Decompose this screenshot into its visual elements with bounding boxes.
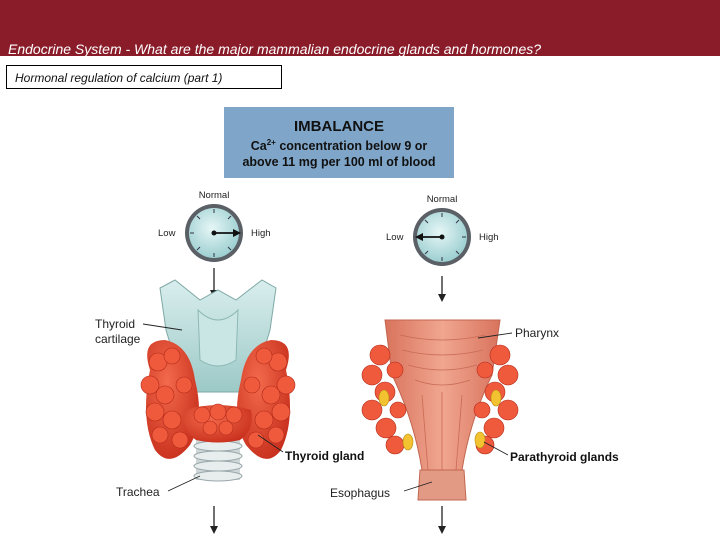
gauge-left: Normal Low High: [158, 190, 271, 298]
label-trachea: Trachea: [116, 485, 160, 499]
gauge-right-high-label: High: [479, 232, 499, 243]
imbalance-title: IMBALANCE: [294, 118, 384, 135]
thyroid-posterior-illustration: [361, 319, 519, 534]
label-thyroid-cartilage-2: cartilage: [95, 332, 141, 346]
thyroid-gland-shape: [140, 340, 296, 459]
label-thyroid-cartilage-1: Thyroid: [95, 317, 135, 331]
label-thyroid-gland: Thyroid gland: [285, 449, 364, 463]
imbalance-line1: Ca2+ concentration below 9 or: [251, 138, 428, 153]
leader-lines: [142, 323, 513, 492]
thyroid-anterior-illustration: [140, 279, 296, 534]
label-parathyroid-glands: Parathyroid glands: [510, 450, 619, 464]
imbalance-box: IMBALANCE Ca2+ concentration below 9 or …: [224, 107, 454, 178]
gauge-right-normal-label: Normal: [427, 194, 458, 205]
label-esophagus: Esophagus: [330, 486, 390, 500]
subtitle-box: Hormonal regulation of calcium (part 1): [6, 65, 282, 89]
gauge-left-needle-tip: [233, 229, 241, 237]
gauge-left-normal-label: Normal: [199, 190, 230, 201]
header-bar: Endocrine System - What are the major ma…: [0, 0, 720, 57]
label-pharynx: Pharynx: [515, 326, 559, 340]
gauge-right-low-label: Low: [386, 232, 404, 243]
trachea-rings: [193, 440, 243, 482]
imbalance-line2: above 11 mg per 100 ml of blood: [242, 155, 435, 169]
gauge-right: Normal Low High: [386, 194, 499, 302]
page-title: Endocrine System - What are the major ma…: [8, 41, 542, 57]
gauge-left-low-label: Low: [158, 228, 176, 239]
imbalance-box-bg: [224, 107, 454, 178]
gauge-left-high-label: High: [251, 228, 271, 239]
esophagus-shape: [417, 469, 467, 501]
gauge-right-needle-tip: [415, 233, 423, 241]
parathyroid-glands-shape: [378, 389, 502, 451]
subtitle-text: Hormonal regulation of calcium (part 1): [15, 71, 223, 85]
